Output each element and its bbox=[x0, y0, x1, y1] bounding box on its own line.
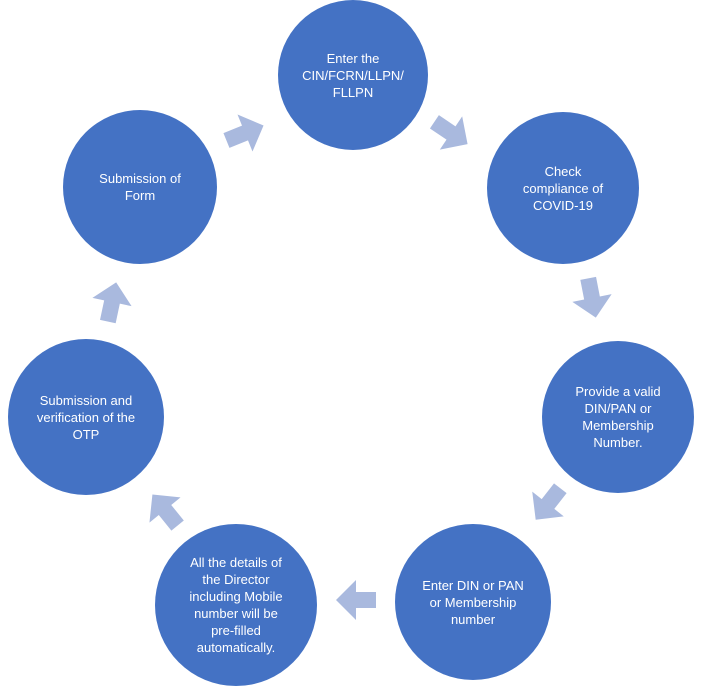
step-6-label: Submission and verification of the OTP bbox=[36, 392, 136, 442]
step-3-node: Provide a valid DIN/PAN or Membership Nu… bbox=[542, 341, 694, 493]
step-5-node: All the details of the Director includin… bbox=[155, 524, 317, 686]
step-1-label: Enter the CIN/FCRN/LLPN/ FLLPN bbox=[302, 50, 404, 100]
step-7-label: Submission of Form bbox=[99, 171, 181, 203]
step-3-label: Provide a valid DIN/PAN or Membership Nu… bbox=[575, 384, 661, 450]
step-1-node: Enter the CIN/FCRN/LLPN/ FLLPN bbox=[278, 0, 428, 150]
arrow-icon bbox=[145, 490, 185, 531]
arrow-icon bbox=[223, 113, 265, 153]
step-5-label: All the details of the Director includin… bbox=[189, 555, 283, 655]
arrow-icon bbox=[336, 580, 376, 620]
step-2-label: Check compliance of COVID-19 bbox=[522, 163, 604, 213]
step-2-node: Check compliance of COVID-19 bbox=[487, 112, 639, 264]
step-7-node: Submission of Form bbox=[63, 110, 217, 264]
step-4-label: Enter DIN or PAN or Membership number bbox=[422, 577, 524, 627]
arrow-icon bbox=[528, 483, 568, 524]
arrow-icon bbox=[429, 113, 471, 153]
step-6-node: Submission and verification of the OTP bbox=[8, 339, 164, 495]
arrow-icon bbox=[572, 276, 612, 318]
step-4-node: Enter DIN or PAN or Membership number bbox=[395, 524, 551, 680]
arrow-icon bbox=[92, 282, 132, 324]
